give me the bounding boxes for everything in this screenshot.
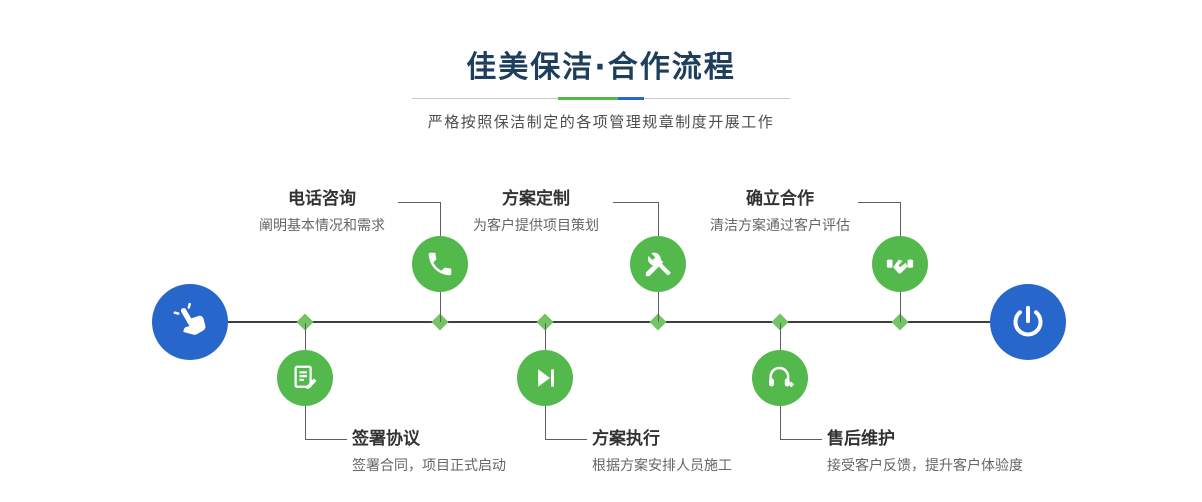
step-desc: 清洁方案通过客户评估: [710, 218, 850, 234]
connector: [305, 323, 306, 350]
step-desc: 阐明基本情况和需求: [259, 218, 385, 234]
divider-line-right: [644, 97, 790, 99]
connector: [545, 323, 546, 350]
timeline-line: [228, 321, 990, 323]
connector: [858, 202, 900, 203]
step-desc: 为客户提供项目策划: [473, 218, 599, 234]
connector: [780, 323, 781, 350]
step-desc: 签署合同，项目正式启动: [352, 458, 506, 474]
play-icon: [538, 369, 554, 387]
connector: [545, 406, 546, 439]
step-title: 签署协议: [352, 429, 420, 449]
step-circle-design: [630, 236, 686, 292]
step-label-aftersales: 售后维护 接受客户反馈，提升客户体验度: [827, 428, 1077, 476]
step-label-cooperation: 确立合作 清洁方案通过客户评估: [700, 188, 860, 236]
divider-accent-green: [558, 96, 618, 100]
step-title: 电话咨询: [288, 189, 356, 209]
connector: [900, 202, 901, 236]
headset-icon: [769, 366, 794, 387]
connector: [440, 292, 441, 322]
step-circle-phone: [412, 236, 468, 292]
contract-icon: [294, 365, 317, 389]
step-desc: 根据方案安排人员施工: [592, 458, 732, 474]
pencil-wrench-icon: [645, 252, 671, 277]
connector: [658, 292, 659, 322]
step-label-contract: 签署协议 签署合同，项目正式启动: [352, 428, 582, 476]
step-title: 方案定制: [502, 189, 570, 209]
page-subtitle: 严格按照保洁制定的各项管理规章制度开展工作: [427, 113, 775, 131]
step-circle-execute: [517, 350, 573, 406]
connector: [305, 439, 347, 440]
connector: [900, 292, 901, 322]
step-desc: 接受客户反馈，提升客户体验度: [827, 458, 1023, 474]
step-title: 售后维护: [827, 429, 895, 449]
connector: [398, 202, 440, 203]
connector: [613, 202, 658, 203]
connector: [780, 439, 822, 440]
divider-accent-blue: [618, 96, 644, 100]
step-circle-contract: [277, 350, 333, 406]
step-label-design: 方案定制 为客户提供项目策划: [460, 188, 612, 236]
connector: [305, 406, 306, 439]
page-title: 佳美保洁·合作流程: [466, 50, 736, 85]
phone-icon: [428, 252, 452, 276]
connector: [440, 202, 441, 236]
step-label-phone: 电话咨询 阐明基本情况和需求: [243, 188, 401, 236]
power-icon: [1013, 305, 1043, 337]
divider-line-left: [412, 97, 558, 99]
step-title: 确立合作: [746, 189, 814, 209]
timeline-end-node: [990, 284, 1066, 360]
step-circle-aftersales: [752, 350, 808, 406]
step-circle-cooperation: [872, 236, 928, 292]
connector: [780, 406, 781, 439]
connector: [658, 202, 659, 236]
timeline-start-node: [152, 284, 228, 360]
hand-pointer-icon: [173, 302, 206, 335]
step-title: 方案执行: [592, 429, 660, 449]
handshake-icon: [886, 259, 914, 274]
connector: [545, 439, 587, 440]
title-divider: [412, 96, 790, 100]
step-label-execute: 方案执行 根据方案安排人员施工: [592, 428, 822, 476]
